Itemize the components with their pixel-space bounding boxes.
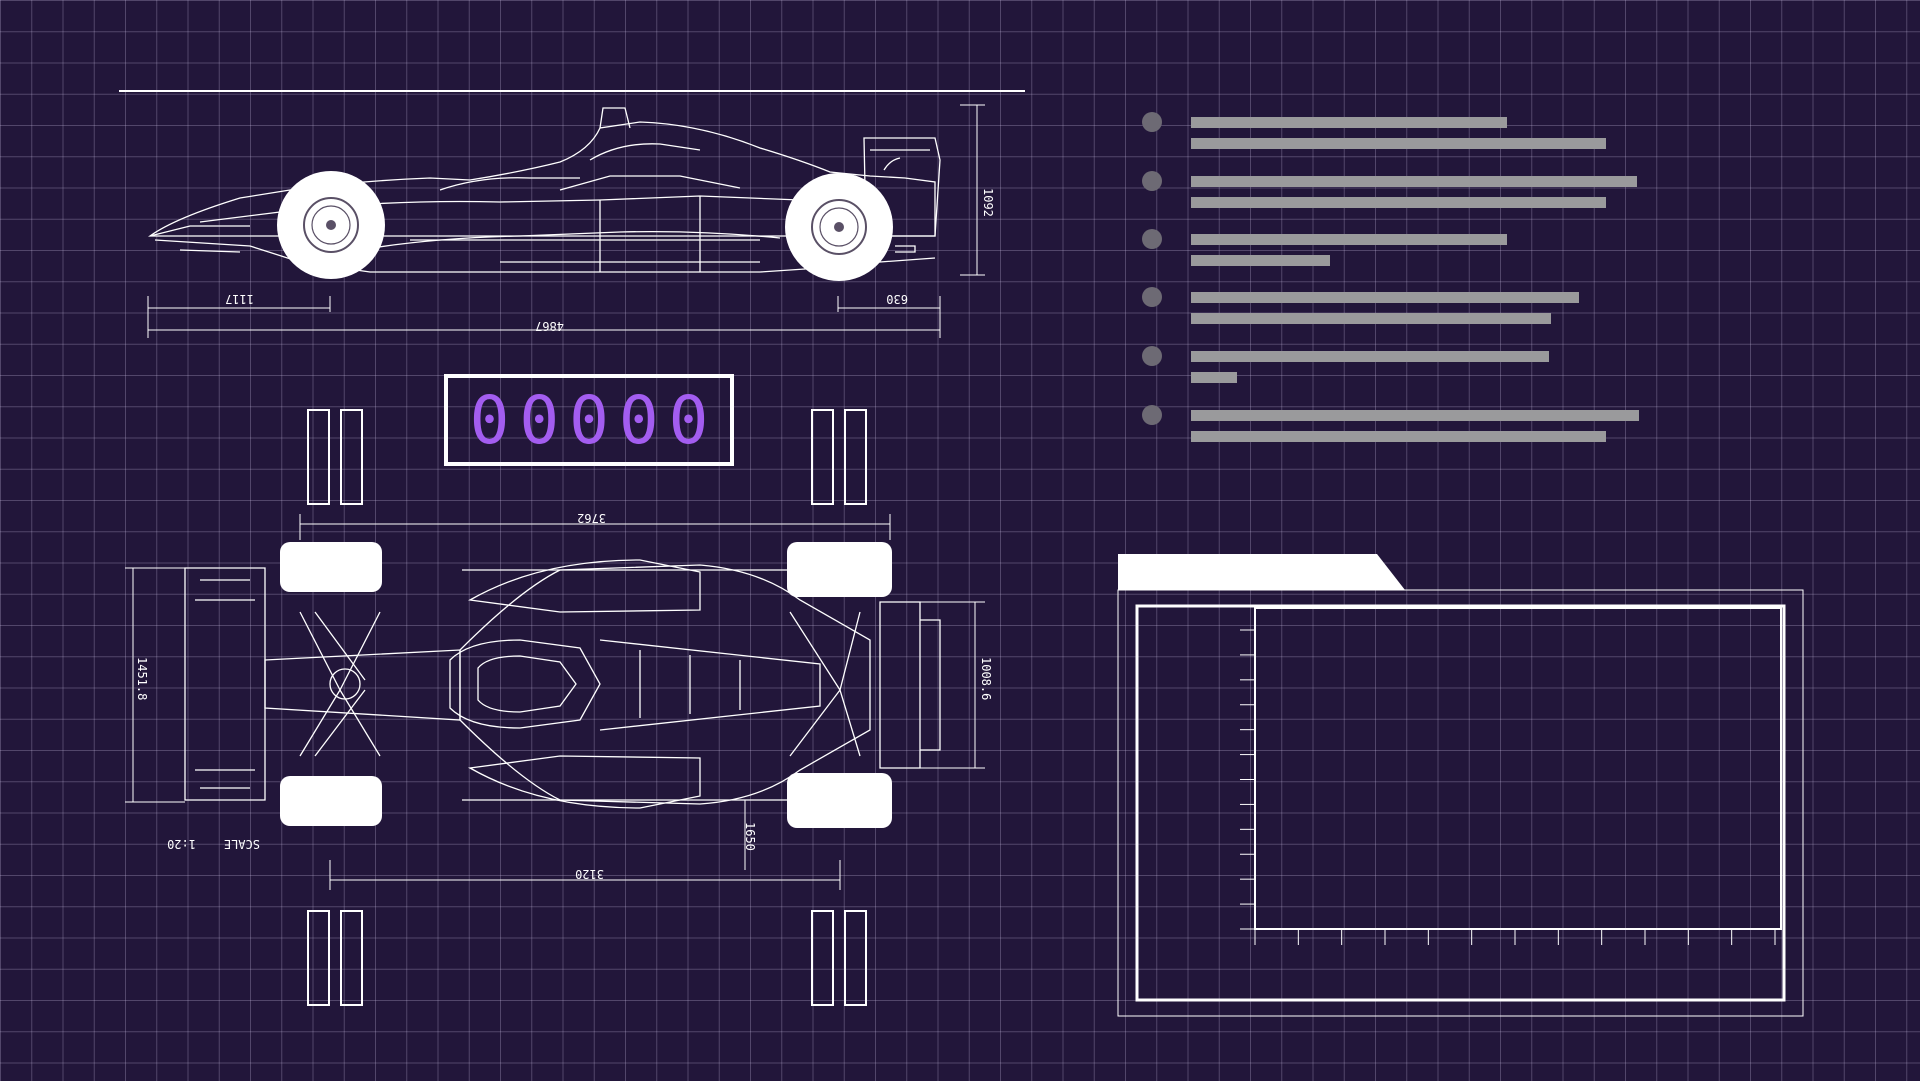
- panel-tab: [1118, 554, 1405, 590]
- text-placeholder-bar: [1191, 351, 1549, 362]
- scale-value: 1:20: [167, 837, 196, 851]
- panel-inner-frame: [1135, 604, 1786, 1002]
- text-placeholder-bar: [1191, 410, 1639, 421]
- rear-wheel-side-icon: [785, 173, 893, 281]
- list-item: [1142, 171, 1702, 211]
- text-placeholder-bar: [1191, 197, 1606, 208]
- top-view-dimensions: [125, 514, 985, 890]
- list-item: [1142, 405, 1702, 445]
- wheel-markers: [307, 409, 867, 1006]
- list-item: [1142, 112, 1702, 152]
- counter-display: 00000: [444, 374, 734, 466]
- bullet-dot-icon: [1142, 171, 1162, 191]
- list-item: [1142, 287, 1702, 327]
- text-placeholder-bar: [1191, 234, 1507, 245]
- front-wheel-side-icon: [277, 171, 385, 279]
- text-placeholder-bar: [1191, 138, 1606, 149]
- text-placeholder-bar: [1191, 292, 1579, 303]
- counter-value: 00000: [469, 381, 719, 459]
- text-placeholder-bar: [1191, 372, 1237, 383]
- tyres-top-view: [280, 542, 892, 828]
- dim-rear-overhang: 630: [886, 292, 908, 306]
- dim-wheelbase: 3120: [575, 867, 604, 881]
- list-item: [1142, 229, 1702, 269]
- dim-total-length: 4867: [535, 319, 564, 333]
- dim-width-top: 3762: [577, 511, 606, 525]
- bullet-dot-icon: [1142, 112, 1162, 132]
- text-placeholder-bar: [1191, 313, 1551, 324]
- side-view-dimensions: [147, 104, 985, 338]
- bullet-dot-icon: [1142, 287, 1162, 307]
- text-placeholder-bar: [1191, 431, 1606, 442]
- panel-outer-frame: [1117, 589, 1804, 1017]
- chart-axis-ticks: [1240, 629, 1776, 945]
- scale-label: SCALE: [224, 837, 260, 851]
- dim-rear-track: 1008.6: [979, 657, 993, 700]
- bullet-dot-icon: [1142, 229, 1162, 249]
- text-placeholder-bar: [1191, 255, 1330, 266]
- dim-rear-half: 1650: [743, 822, 757, 851]
- text-placeholder-bar: [1191, 117, 1507, 128]
- dim-front-track: 1451.8: [135, 657, 149, 700]
- dim-front-overhang: 1117: [225, 292, 254, 306]
- text-placeholder-bar: [1191, 176, 1637, 187]
- bullet-dot-icon: [1142, 405, 1162, 425]
- list-item: [1142, 346, 1702, 386]
- dim-height: 1092: [981, 188, 995, 217]
- plot-area: [1254, 607, 1782, 930]
- bullet-dot-icon: [1142, 346, 1162, 366]
